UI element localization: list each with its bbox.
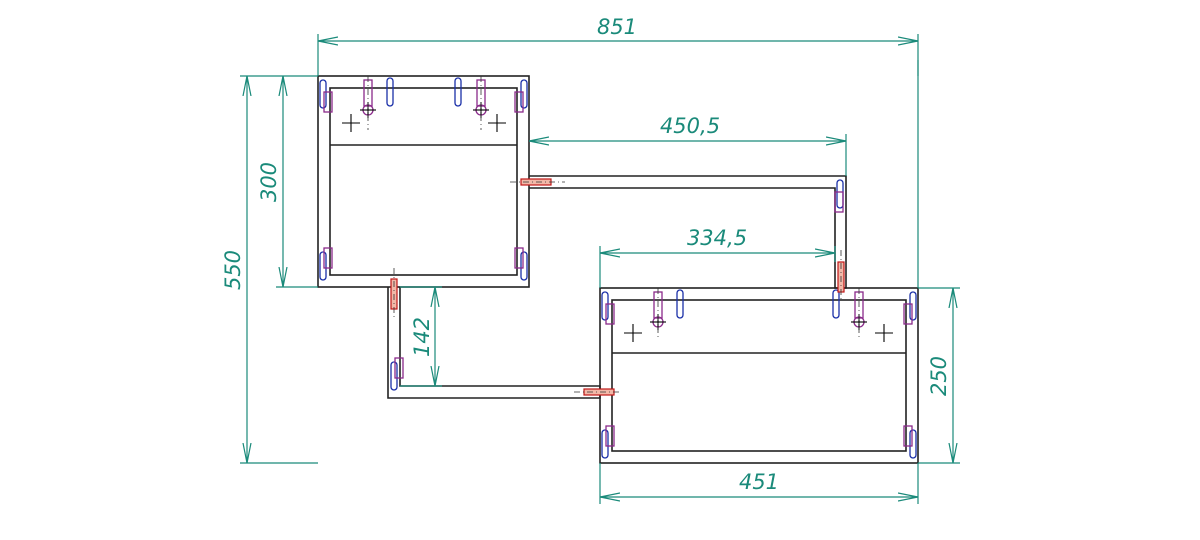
dimension-label: 250 <box>927 356 951 396</box>
upper-box-inner <box>329 87 518 276</box>
dimension-label: 142 <box>410 317 434 357</box>
dimension-shelf-span-lower: 334,5 <box>599 226 836 288</box>
cam-housing-icon <box>605 425 615 447</box>
dimension-label: 851 <box>597 15 637 39</box>
connector-hardware <box>390 178 845 396</box>
cam-housing-icon <box>323 91 333 113</box>
dimension-upper-box-height: 300 <box>257 76 318 288</box>
dimension-lower-box-height: 250 <box>918 287 960 464</box>
cam-fitting-icon <box>601 291 609 321</box>
crosshair-icon <box>342 114 360 132</box>
cam-fitting-icon <box>909 291 917 321</box>
dimension-shelf-span-upper: 450,5 <box>529 114 847 176</box>
dimension-label: 550 <box>221 250 245 290</box>
dimension-label: 300 <box>257 162 281 202</box>
cam-fitting-icon <box>836 179 844 209</box>
lower-box-outer <box>599 287 919 464</box>
dimension-overall-height: 550 <box>221 75 318 464</box>
lower-box-hardware <box>601 288 917 459</box>
upper-box-hardware <box>319 76 528 281</box>
cam-fitting-icon <box>520 251 528 281</box>
cam-housing-icon <box>323 247 333 269</box>
crosshair-icon <box>875 324 893 342</box>
cam-fitting-icon <box>319 251 327 281</box>
cam-housing-icon <box>903 425 913 447</box>
cam-fitting-icon <box>520 79 528 109</box>
dowel-icon <box>386 77 394 107</box>
cam-housing-icon <box>394 357 404 379</box>
cam-housing-icon <box>514 91 524 113</box>
cam-housing-icon <box>834 191 844 213</box>
dimension-label: 334,5 <box>687 226 747 250</box>
cam-fitting-icon <box>319 79 327 109</box>
cam-housing-icon <box>605 303 615 325</box>
crosshair-icon <box>488 114 506 132</box>
crosshair-icon <box>624 324 642 342</box>
cam-fitting-icon <box>909 429 917 459</box>
dowel-icon <box>676 289 684 319</box>
dimension-overall-width: 851 <box>317 15 919 288</box>
dowel-icon <box>454 77 462 107</box>
dimension-connector-height: 142 <box>400 286 442 387</box>
cam-housing-icon <box>903 303 913 325</box>
dimension-lower-box-width: 451 <box>599 463 919 504</box>
upper-box <box>317 75 530 288</box>
cam-fitting-icon <box>601 429 609 459</box>
dimension-label: 451 <box>739 470 779 494</box>
upper-box-outer <box>317 75 530 288</box>
lower-box-inner <box>611 299 907 452</box>
cam-housing-icon <box>514 247 524 269</box>
cam-fitting-icon <box>390 361 398 391</box>
dowel-icon <box>832 289 840 319</box>
dimension-label: 450,5 <box>660 114 720 138</box>
lower-box <box>599 287 919 464</box>
